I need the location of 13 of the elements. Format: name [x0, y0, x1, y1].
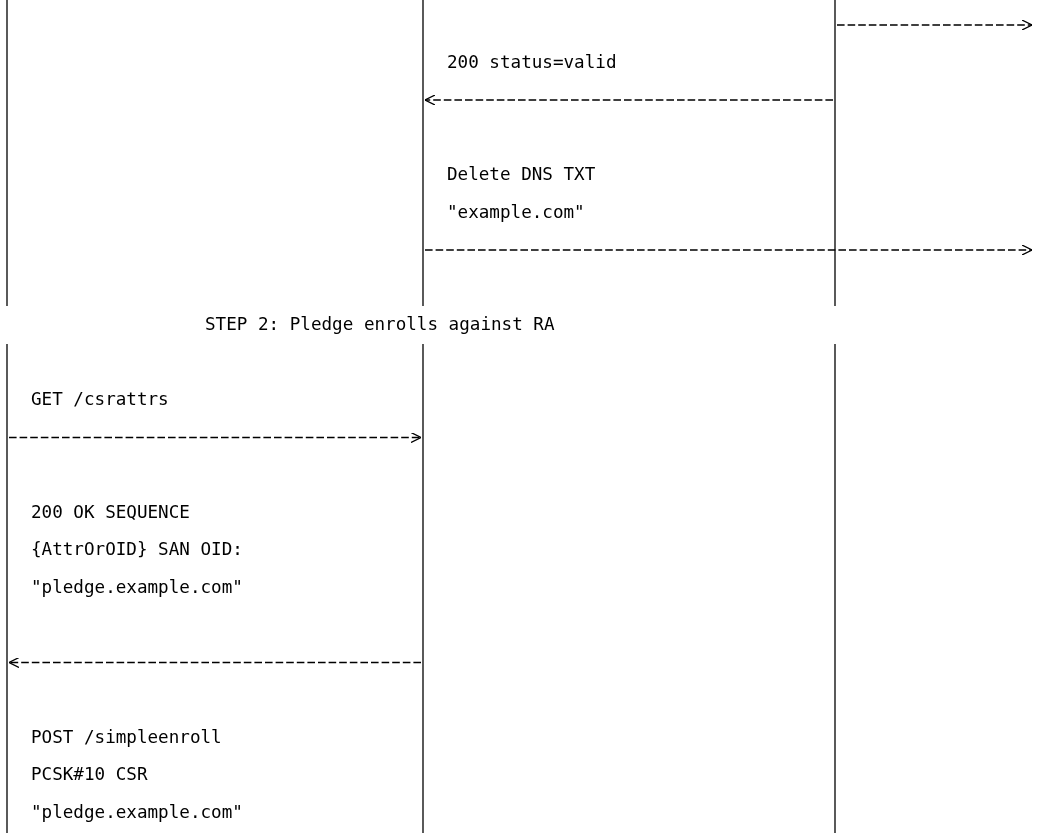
- arrow: [424, 94, 834, 106]
- arrow: [836, 19, 1033, 31]
- message-label: Delete DNS TXT "example.com": [447, 163, 597, 224]
- lifeline: [832, 0, 838, 833]
- arrow: [424, 244, 1033, 256]
- arrow: [8, 431, 422, 444]
- message-label: 200 status=valid: [447, 50, 618, 74]
- lifeline: [4, 0, 10, 833]
- message-label: GET /csrattrs: [31, 388, 170, 412]
- message-label: POST /simpleenroll PCSK#10 CSR "pledge.example.com": [31, 725, 243, 824]
- step-heading: STEP 2: Pledge enrolls against RA: [205, 313, 556, 337]
- message-label: 200 OK SEQUENCE {AttrOrOID} SAN OID: "pledge.example.com": [31, 500, 243, 599]
- arrow: [8, 656, 422, 669]
